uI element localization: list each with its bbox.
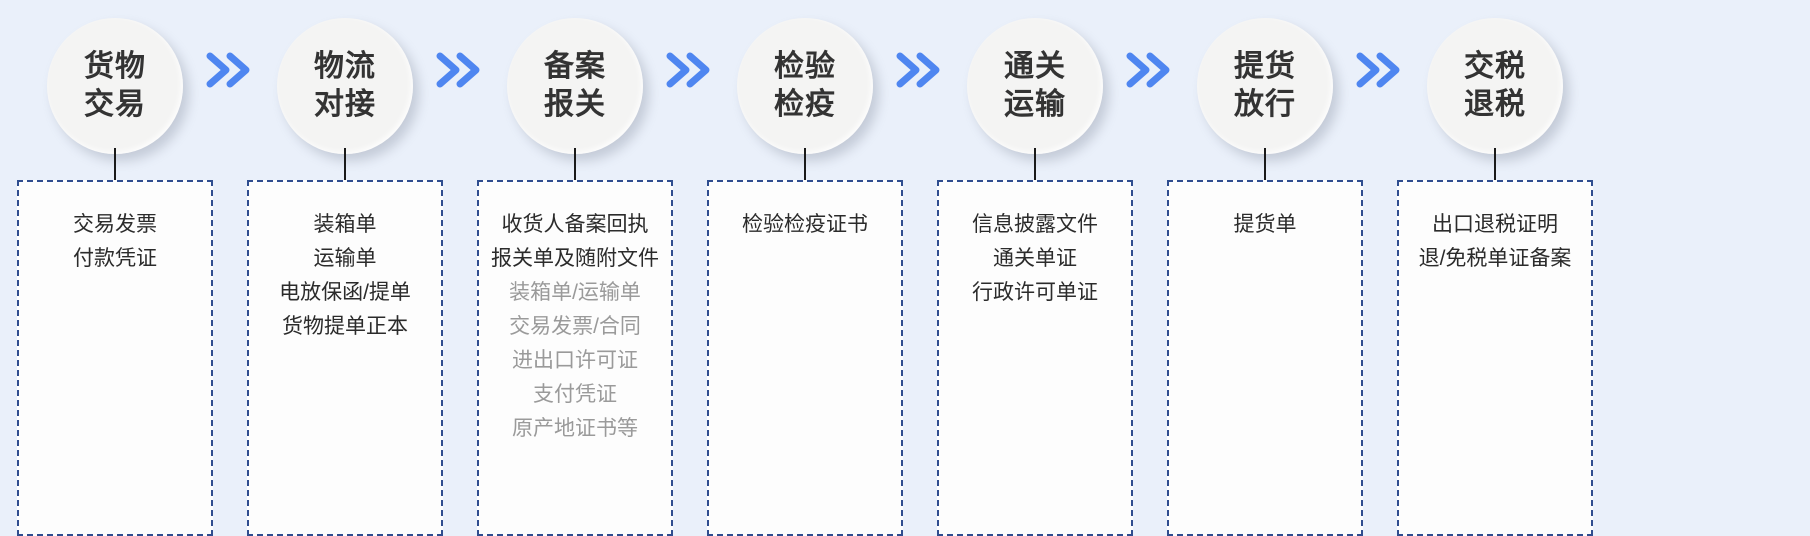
document-item: 提货单 [1233,213,1297,236]
double-chevron-right-icon [1350,46,1410,94]
step-label-line1: 交税 [1464,49,1526,83]
connector-stem-tax-refund [1494,148,1496,182]
step-label-line2: 交易 [84,88,146,121]
step-label-line2: 报关 [544,88,606,121]
step-label-line2: 检疫 [774,88,836,121]
step-label-line1: 检验 [774,49,836,83]
step-node-logistics-docking[interactable]: 物流对接 [230,0,460,182]
documents-box-tax-refund[interactable]: 出口退税证明退/免税单证备案 [1397,180,1593,536]
document-item: 通关单证 [993,247,1077,271]
connector-stem-goods-transaction [114,148,116,182]
document-item: 交易发票 [73,213,157,236]
documents-box-inspection-quarantine[interactable]: 检验检疫证书 [707,180,903,536]
step-node-inspection-quarantine[interactable]: 检验检疫 [690,0,920,182]
document-item: 交易发票/合同 [509,315,641,339]
step-node-goods-transaction[interactable]: 货物交易 [0,0,230,182]
document-item: 报关单及随附文件 [491,247,659,271]
documents-cell-tax-refund: 出口退税证明退/免税单证备案 [1380,180,1610,536]
step-label-line1: 提货 [1234,49,1296,83]
step-label-line1: 货物 [84,49,146,83]
step-label-line2: 运输 [1004,88,1066,121]
step-circle-goods-transaction[interactable]: 货物交易 [47,18,183,154]
step-label-line2: 退税 [1464,88,1526,121]
document-item: 进出口许可证 [512,349,638,373]
document-item: 收货人备案回执 [501,213,649,236]
step-circle-pickup-release[interactable]: 提货放行 [1197,18,1333,154]
documents-cell-logistics-docking: 装箱单运输单电放保函/提单货物提单正本 [230,180,460,536]
document-item: 信息披露文件 [972,213,1098,236]
step-node-filing-declaration[interactable]: 备案报关 [460,0,690,182]
document-item: 装箱单 [313,213,377,236]
connector-stem-inspection-quarantine [804,148,806,182]
document-item: 出口退税证明 [1432,213,1558,236]
documents-cell-inspection-quarantine: 检验检疫证书 [690,180,920,536]
connector-stem-pickup-release [1264,148,1266,182]
double-chevron-right-icon [430,46,490,94]
step-node-tax-refund[interactable]: 交税退税 [1380,0,1610,182]
document-item: 支付凭证 [533,383,617,407]
document-item: 运输单 [313,247,377,271]
document-item: 装箱单/运输单 [509,281,641,305]
double-chevron-right-icon [1120,46,1180,94]
step-circle-logistics-docking[interactable]: 物流对接 [277,18,413,154]
documents-row: 交易发票付款凭证装箱单运输单电放保函/提单货物提单正本收货人备案回执报关单及随附… [0,180,1810,536]
document-item: 货物提单正本 [282,315,408,339]
step-circle-customs-transport[interactable]: 通关运输 [967,18,1103,154]
connector-stem-logistics-docking [344,148,346,182]
document-item: 检验检疫证书 [742,213,868,236]
step-circle-tax-refund[interactable]: 交税退税 [1427,18,1563,154]
documents-box-customs-transport[interactable]: 信息披露文件通关单证行政许可单证 [937,180,1133,536]
document-item: 电放保函/提单 [279,281,411,305]
step-label-line2: 对接 [314,88,376,121]
step-circle-inspection-quarantine[interactable]: 检验检疫 [737,18,873,154]
documents-cell-pickup-release: 提货单 [1150,180,1380,536]
document-item: 行政许可单证 [972,281,1098,305]
documents-box-pickup-release[interactable]: 提货单 [1167,180,1363,536]
document-item: 付款凭证 [73,247,157,271]
step-label-line1: 通关 [1004,49,1066,83]
documents-box-logistics-docking[interactable]: 装箱单运输单电放保函/提单货物提单正本 [247,180,443,536]
documents-cell-customs-transport: 信息披露文件通关单证行政许可单证 [920,180,1150,536]
double-chevron-right-icon [890,46,950,94]
double-chevron-right-icon [200,46,260,94]
step-node-pickup-release[interactable]: 提货放行 [1150,0,1380,182]
connector-stem-customs-transport [1034,148,1036,182]
document-item: 退/免税单证备案 [1418,247,1572,271]
step-label-line2: 放行 [1234,88,1296,121]
double-chevron-right-icon [660,46,720,94]
document-item: 原产地证书等 [512,417,638,441]
step-label-line1: 物流 [314,49,376,83]
step-label-line1: 备案 [544,49,606,83]
step-node-customs-transport[interactable]: 通关运输 [920,0,1150,182]
documents-box-goods-transaction[interactable]: 交易发票付款凭证 [17,180,213,536]
steps-row: 货物交易物流对接备案报关检验检疫通关运输提货放行交税退税 [0,0,1810,182]
step-circle-filing-declaration[interactable]: 备案报关 [507,18,643,154]
documents-cell-goods-transaction: 交易发票付款凭证 [0,180,230,536]
connector-stem-filing-declaration [574,148,576,182]
documents-cell-filing-declaration: 收货人备案回执报关单及随附文件装箱单/运输单交易发票/合同进出口许可证支付凭证原… [460,180,690,536]
documents-box-filing-declaration[interactable]: 收货人备案回执报关单及随附文件装箱单/运输单交易发票/合同进出口许可证支付凭证原… [477,180,673,536]
